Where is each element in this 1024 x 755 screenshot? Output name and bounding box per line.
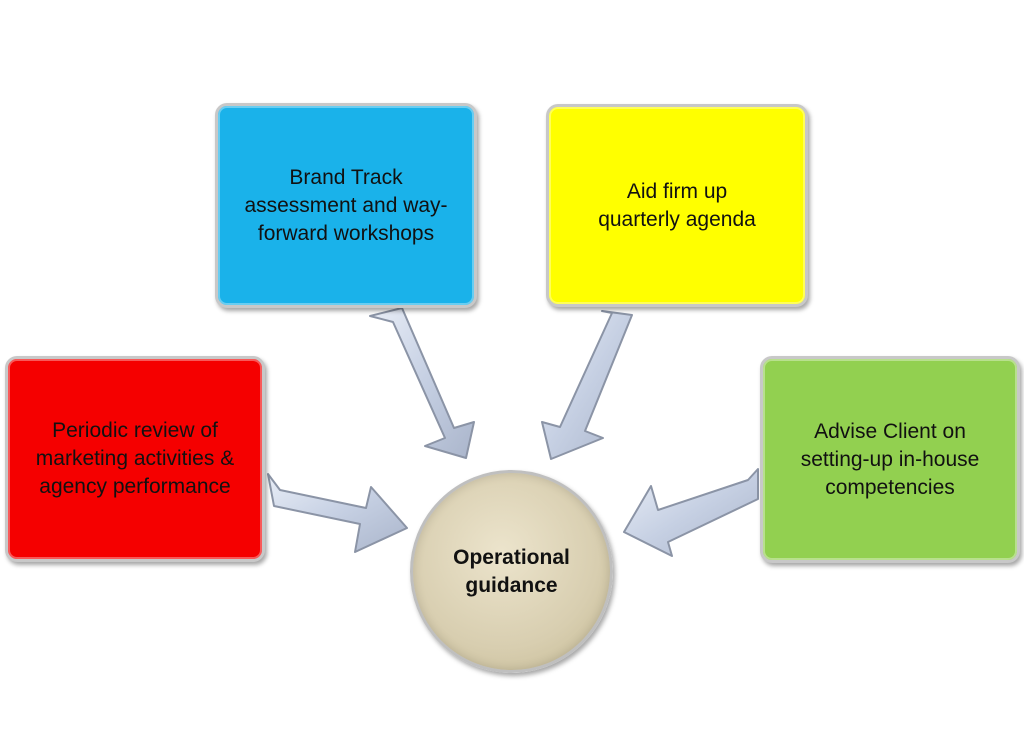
advise-client-box: Advise Client on setting-up in-house com… bbox=[760, 356, 1020, 563]
arrow-from-periodic bbox=[267, 473, 408, 553]
periodic-review-box: Periodic review of marketing activities … bbox=[5, 356, 265, 562]
advise-client-label: Advise Client on setting-up in-house com… bbox=[800, 419, 980, 499]
operational-guidance-circle: Operational guidance bbox=[410, 470, 613, 673]
brand-track-label: Brand Track assessment and way- forward … bbox=[244, 165, 448, 245]
arrow-from-brand bbox=[369, 307, 475, 459]
brand-track-box: Brand Track assessment and way- forward … bbox=[215, 103, 477, 308]
operational-guidance-label: Operational guidance bbox=[453, 545, 570, 597]
arrow-from-advise bbox=[623, 468, 759, 557]
aid-firm-up-label: Aid firm up quarterly agenda bbox=[598, 179, 756, 231]
aid-firm-up-box: Aid firm up quarterly agenda bbox=[546, 104, 808, 307]
periodic-review-label: Periodic review of marketing activities … bbox=[35, 419, 235, 498]
arrow-from-aid bbox=[541, 310, 633, 460]
